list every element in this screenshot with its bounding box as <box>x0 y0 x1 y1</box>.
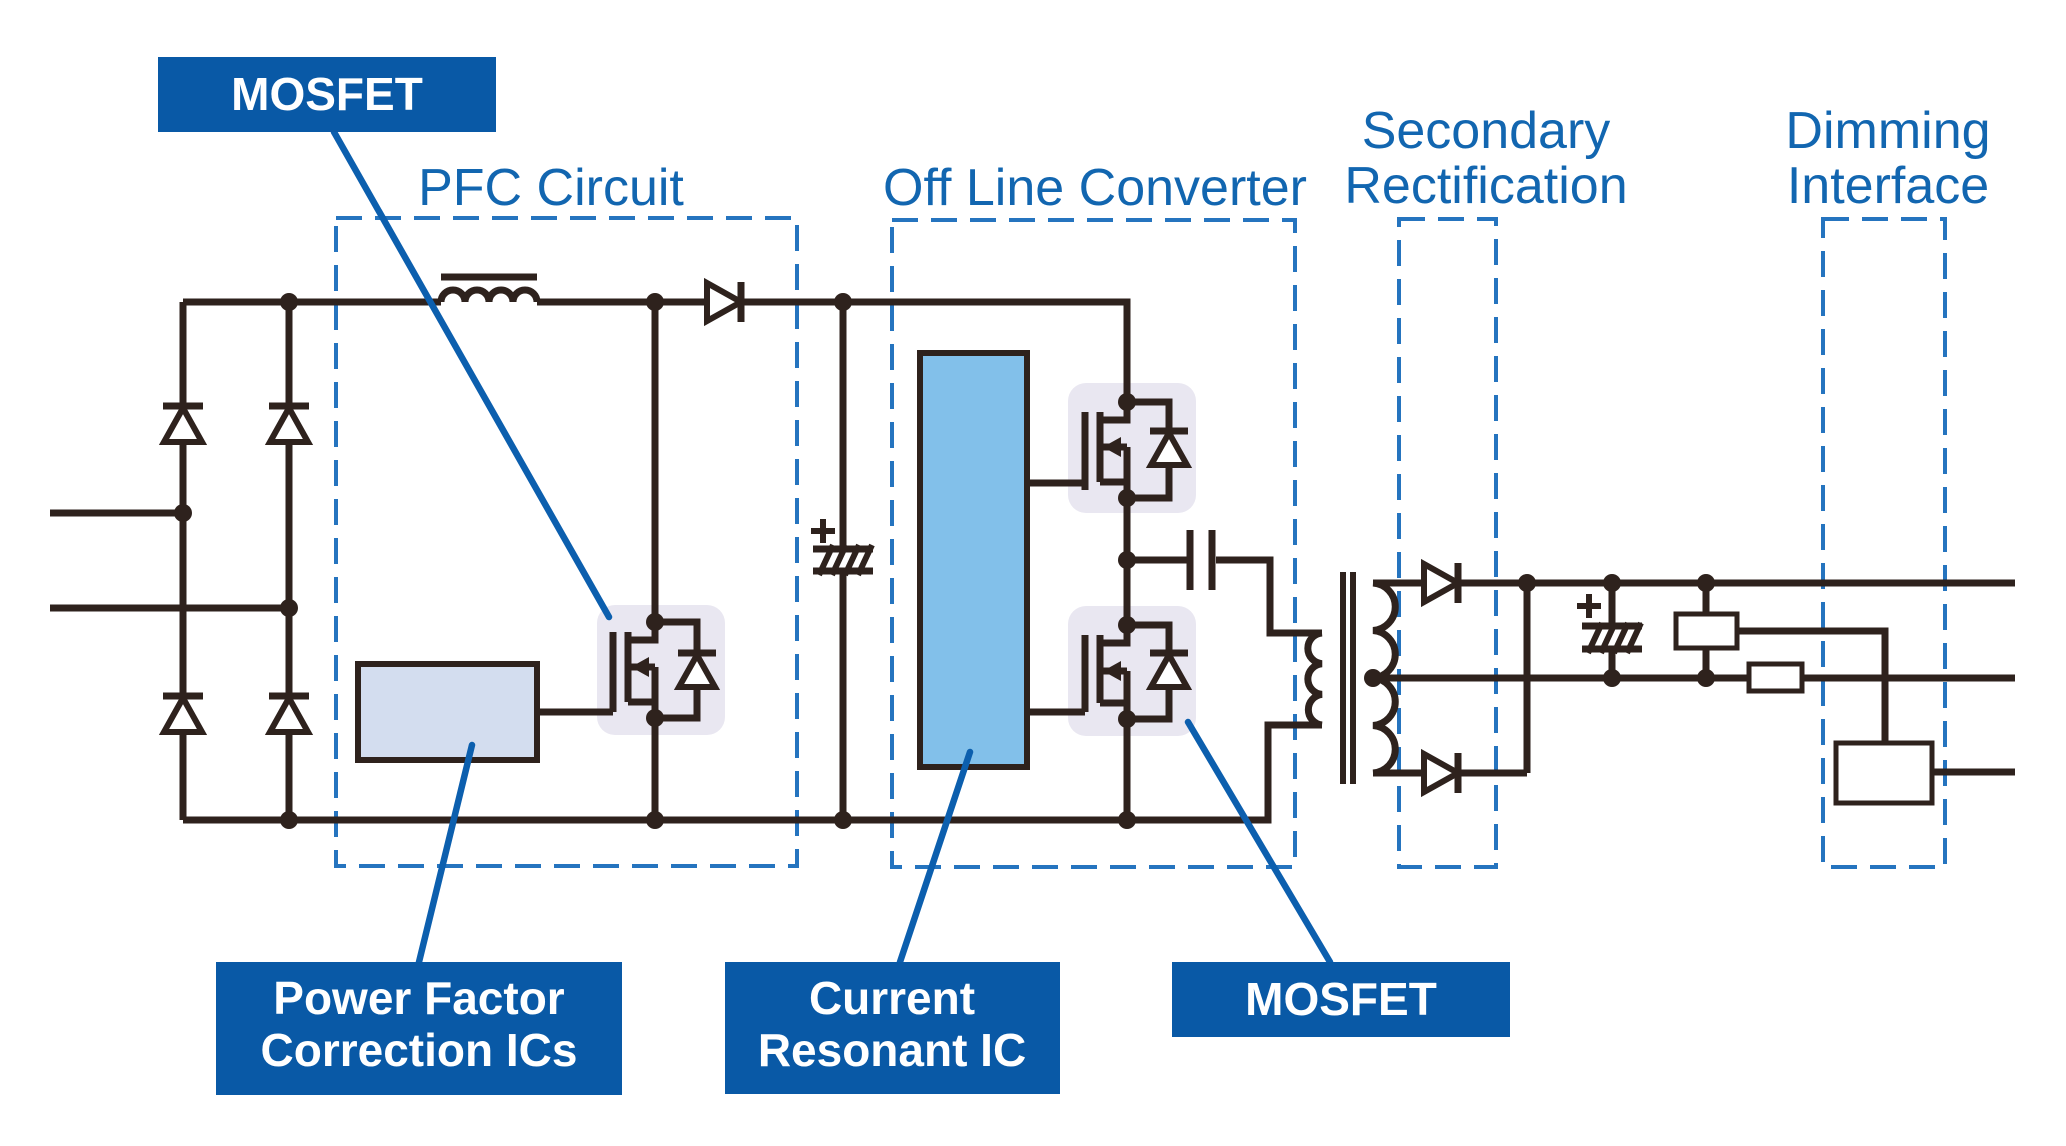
offline-converter-region-border <box>890 218 1297 869</box>
inductor-winding <box>437 286 541 303</box>
pfc-mosfet <box>537 302 721 820</box>
dimming-interface-title-line1: Dimming <box>1785 102 1990 160</box>
region-titles: PFC Circuit Off Line Converter Secondary… <box>418 102 1990 217</box>
dimming-interface-region-border <box>1821 217 1947 869</box>
mosfet-top-callout-line <box>330 128 613 621</box>
secondary-diode-top <box>1421 558 1465 608</box>
callout-lines <box>330 128 1334 966</box>
mosfet-arrow <box>1103 661 1121 681</box>
plus-polarity-mark <box>811 519 835 543</box>
mosfet-bottom-callout-line <box>1184 718 1334 966</box>
pfc-region-title: PFC Circuit <box>418 159 684 217</box>
lower-mosfet <box>1027 621 1193 820</box>
secondary-rectification-title-line1: Secondary <box>1362 102 1611 160</box>
feedback-component-box <box>1673 611 1740 651</box>
pfc-ics-label-line2: Correction ICs <box>261 1024 578 1076</box>
current-resonant-ic-block <box>917 350 1030 770</box>
current-resonant-ic-label-line2: Resonant IC <box>758 1024 1026 1076</box>
secondary-rectification-region-border <box>1397 217 1498 869</box>
mosfet-arrow <box>631 657 649 677</box>
offline-converter-region-title: Off Line Converter <box>883 159 1307 217</box>
mosfet-top-label-text: MOSFET <box>231 68 423 120</box>
body-diode <box>655 618 721 722</box>
drain-lead <box>628 302 659 644</box>
secondary-diode-bottom <box>1421 748 1465 798</box>
capacitor-plates <box>1186 530 1216 590</box>
body-diode <box>1127 398 1193 502</box>
boost-inductor <box>437 273 541 303</box>
bridge-rectifier <box>158 401 314 735</box>
resonant-capacitor <box>1127 530 1322 637</box>
current-resonant-ic-callout-line <box>896 748 974 966</box>
bridge-diode-bottom-left <box>158 691 208 735</box>
primary-winding <box>1304 629 1323 729</box>
plus-polarity-mark <box>1577 594 1601 618</box>
region-borders <box>334 216 1947 869</box>
body-diode <box>1127 621 1193 723</box>
pfc-region-border <box>334 216 799 868</box>
pfc-ics-label-line1: Power Factor <box>273 972 565 1024</box>
bridge-diode-bottom-right <box>264 691 314 735</box>
mosfet-top-label: MOSFET <box>158 57 496 132</box>
dimming-block <box>1833 740 2015 806</box>
transformer-core <box>1340 572 1356 784</box>
capacitor-hatch <box>816 543 875 577</box>
callout-labels: MOSFET Power Factor Correction ICs Curre… <box>158 57 1510 1095</box>
dimming-interface-title-line2: Interface <box>1787 157 1989 215</box>
dimming-component-box <box>1833 740 1935 806</box>
capacitor-hatch <box>1585 621 1644 655</box>
current-resonant-ic-label: Current Resonant IC <box>725 962 1060 1094</box>
series-resistor <box>1746 661 1805 694</box>
bottom-rail <box>183 721 1322 824</box>
pfc-ic-block <box>355 661 540 763</box>
junction-dots <box>174 293 1715 829</box>
current-resonant-ic-label-line1: Current <box>809 972 975 1024</box>
mosfet-bottom-label: MOSFET <box>1172 962 1510 1037</box>
wiring <box>50 298 1322 824</box>
pfc-ics-callout-line <box>415 741 476 966</box>
pfc-bulk-capacitor <box>811 302 875 820</box>
bridge-diode-top-left <box>158 401 208 445</box>
feedback-wire <box>1737 627 1889 743</box>
output-section <box>1373 558 2015 806</box>
transformer <box>1304 572 1399 784</box>
mosfet-bottom-label-text: MOSFET <box>1245 973 1437 1025</box>
feedback-block <box>1673 583 1889 743</box>
power-factor-correction-ics-label: Power Factor Correction ICs <box>216 962 622 1095</box>
bridge-diode-top-right <box>264 401 314 445</box>
secondary-rectification-title-line2: Rectification <box>1344 157 1627 215</box>
output-capacitor <box>1577 583 1644 678</box>
boost-diode <box>704 277 748 327</box>
mosfet-arrow <box>1103 437 1121 457</box>
top-rail-right <box>537 298 1131 424</box>
upper-mosfet <box>1027 398 1193 647</box>
